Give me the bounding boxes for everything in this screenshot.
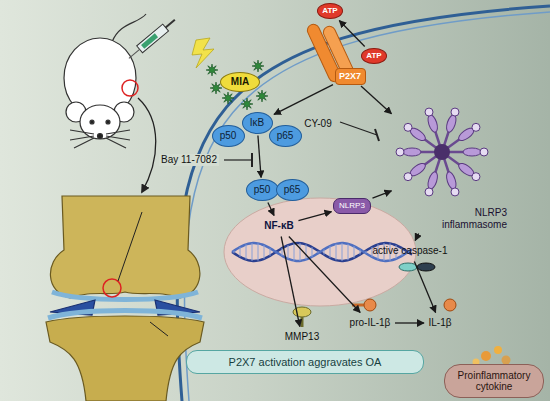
mia-oval: MIA — [220, 72, 260, 92]
cytokine-label: pro-IL-1β — [347, 314, 394, 332]
pathway-arrow — [415, 234, 418, 241]
pathway-arrow — [289, 237, 360, 313]
knee-joint — [46, 196, 204, 401]
node-text: NLRP3 — [339, 201, 365, 210]
atp-molecule: ATP — [317, 3, 343, 19]
inflammasome-complex: NLRP3 inflammasome — [393, 104, 509, 232]
node-text: active caspase-1 — [372, 245, 447, 257]
enzyme-label: active caspase-1 — [369, 242, 451, 260]
cell-membrane — [177, 6, 550, 401]
node-text: ATP — [366, 51, 381, 60]
cell-membrane-inner — [184, 12, 550, 401]
node-text: NLRP3 inflammasome — [429, 207, 507, 230]
node-text: Proinflammatory cytokine — [448, 370, 540, 393]
flow-arrow — [138, 98, 156, 192]
protein-oval: p50 — [212, 125, 245, 147]
inhibitor-label: CY-09 — [302, 118, 333, 130]
pathway-arrow — [361, 86, 392, 114]
pathway-arrow — [274, 85, 333, 115]
node-text: MMP13 — [285, 331, 319, 343]
pro-il1b-symbol — [352, 299, 376, 311]
sensor-protein: NLRP3 — [333, 198, 371, 214]
inhibition-bar — [251, 153, 253, 167]
inhibition-bar — [375, 129, 379, 141]
node-text: ATP — [322, 6, 337, 15]
protein-oval: p65 — [276, 179, 309, 201]
pathway-arrow — [299, 212, 332, 221]
pathway-arrow — [339, 21, 364, 47]
lightning-symbol — [192, 38, 214, 68]
pathway-arrow — [258, 136, 261, 178]
node-text: P2X7 — [339, 71, 361, 81]
cytokine-label: IL-1β — [426, 314, 455, 332]
node-text: MIA — [231, 76, 249, 88]
pathway-arrow — [414, 262, 435, 313]
pathway-arrow — [268, 203, 274, 216]
pathway-arrow — [395, 322, 424, 323]
atp-molecule: ATP — [361, 48, 387, 64]
protein-oval: IκB — [242, 112, 273, 134]
transcription-factor: NF-κB — [261, 217, 297, 235]
syringe — [126, 16, 178, 61]
il1b-symbol — [444, 299, 456, 311]
protein-label: MMP13 — [282, 328, 323, 346]
node-text: IL-1β — [429, 317, 452, 329]
node-text: p65 — [277, 130, 294, 142]
inflammasome-assembly — [396, 108, 488, 196]
cytokine-dots — [473, 346, 511, 366]
mouse — [64, 14, 146, 148]
node-text: p65 — [284, 184, 301, 196]
inhibition-line — [340, 122, 377, 135]
mia-particles — [206, 60, 268, 110]
node-text: pro-IL-1β — [350, 317, 391, 329]
mmp13-symbol — [293, 307, 311, 327]
cytokine-cloud: Proinflammatory cytokine — [444, 364, 544, 398]
inhibition-line — [224, 159, 251, 160]
node-text: p50 — [220, 130, 237, 142]
protein-oval: p50 — [246, 179, 279, 201]
node-text: p50 — [254, 184, 271, 196]
node-text: NF-κB — [264, 220, 293, 232]
pathway-arrow — [281, 237, 300, 327]
node-text: IκB — [250, 117, 264, 129]
node-text: P2X7 activation aggravates OA — [229, 356, 382, 369]
pathway-arrow — [373, 191, 392, 198]
receptor-label: P2X7 — [335, 68, 366, 85]
protein-oval: p65 — [269, 125, 302, 147]
summary-banner: P2X7 activation aggravates OA — [186, 350, 424, 374]
inhibitor-label: Bay 11-7082 — [159, 154, 219, 166]
